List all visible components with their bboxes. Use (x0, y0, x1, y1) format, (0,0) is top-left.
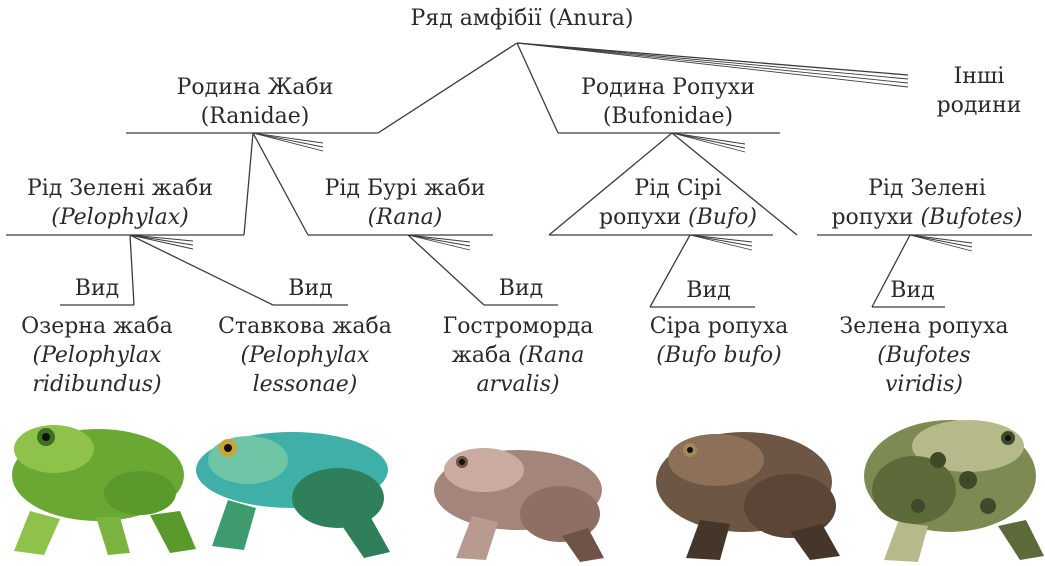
species-marsh-frog-label: Озерна жаба (Pelophylax ridibundus) (2, 312, 192, 399)
genus-bufo-line2: ропухи (599, 205, 688, 230)
genus-pelophylax-label: Рід Зелені жаби (Pelophylax) (0, 174, 240, 232)
green-toad-icon (864, 420, 1044, 562)
genus-rana-label: Рід Бурі жаби (Rana) (296, 174, 514, 232)
species-green-toad-label: Зелена ропуха (Bufotes viridis) (818, 312, 1030, 399)
species-common-toad-name: Сіра ропуха (650, 314, 789, 339)
rana-branches (408, 235, 484, 305)
other-families-line1: Інші (954, 64, 1005, 89)
species-moor-frog-label: Гостроморда жаба (Rana arvalis) (420, 312, 616, 399)
other-families-label: Інші родини (920, 62, 1038, 120)
genus-pelophylax-latin: (Pelophylax) (51, 205, 189, 230)
family-bufonidae-line2: (Bufonidae) (603, 104, 733, 129)
species-green-toad-latin2: viridis) (885, 372, 963, 397)
species-common-toad-latin: (Bufo bufo) (656, 343, 782, 368)
species-rank-label-5: Вид (880, 276, 945, 305)
species-green-toad-latin1: (Bufotes (877, 343, 970, 368)
species-marsh-frog-name: Озерна жаба (21, 314, 173, 339)
species-common-toad-label: Сіра ропуха (Bufo bufo) (626, 312, 812, 370)
family-ranidae-line2: (Ranidae) (201, 104, 310, 129)
species-pool-frog-name: Ставкова жаба (218, 314, 392, 339)
genus-bufotes-line2: ропухи (831, 205, 920, 230)
species-rank-label-2: Вид (273, 274, 348, 303)
genus-bufotes-latin: (Bufotes) (920, 205, 1022, 230)
species-moor-frog-latin2: arvalis) (476, 372, 559, 397)
order-name: Ряд амфібії (Anura) (410, 6, 633, 31)
genus-bufo-line1: Рід Сірі (634, 176, 721, 201)
genus-bufotes-line1: Рід Зелені (868, 176, 986, 201)
order-label: Ряд амфібії (Anura) (396, 4, 648, 33)
genus-rana-line1: Рід Бурі жаби (325, 176, 486, 201)
species-moor-frog-word: жаба (452, 343, 519, 368)
species-marsh-frog-latin2: ridibundus) (32, 372, 161, 397)
other-families-line2: родини (937, 93, 1022, 118)
family-bufonidae-line1: Родина Ропухи (581, 75, 755, 100)
species-pool-frog-latin1: (Pelophylax (241, 343, 370, 368)
species-pool-frog-label: Ставкова жаба (Pelophylax lessonae) (200, 312, 410, 399)
marsh-frog-icon (12, 425, 196, 555)
species-moor-frog-name: Гостроморда (443, 314, 594, 339)
pelophylax-branches (130, 235, 273, 305)
species-pool-frog-latin2: lessonae) (253, 372, 358, 397)
species-rank-label-3: Вид (484, 274, 558, 303)
family-ranidae-line1: Родина Жаби (177, 75, 334, 100)
family-bufonidae-label: Родина Ропухи (Bufonidae) (553, 73, 783, 131)
species-marsh-frog-latin1: (Pelophylax (33, 343, 162, 368)
genus-pelophylax-line1: Рід Зелені жаби (27, 176, 213, 201)
pool-frog-icon (196, 432, 390, 558)
species-green-toad-name: Зелена ропуха (840, 314, 1009, 339)
species-moor-frog-latin1: (Rana (518, 343, 584, 368)
genus-bufo-latin: (Bufo) (688, 205, 757, 230)
species-rank-label-1: Вид (60, 274, 134, 303)
family-ranidae-label: Родина Жаби (Ranidae) (140, 73, 370, 131)
genus-bufotes-label: Рід Зелені ропухи (Bufotes) (814, 174, 1040, 232)
moor-frog-icon (434, 448, 604, 562)
species-rank-label-4: Вид (662, 276, 755, 305)
common-toad-icon (656, 432, 840, 560)
genus-rana-latin: (Rana) (368, 205, 443, 230)
genus-bufo-label: Рід Сірі ропухи (Bufo) (568, 174, 788, 232)
